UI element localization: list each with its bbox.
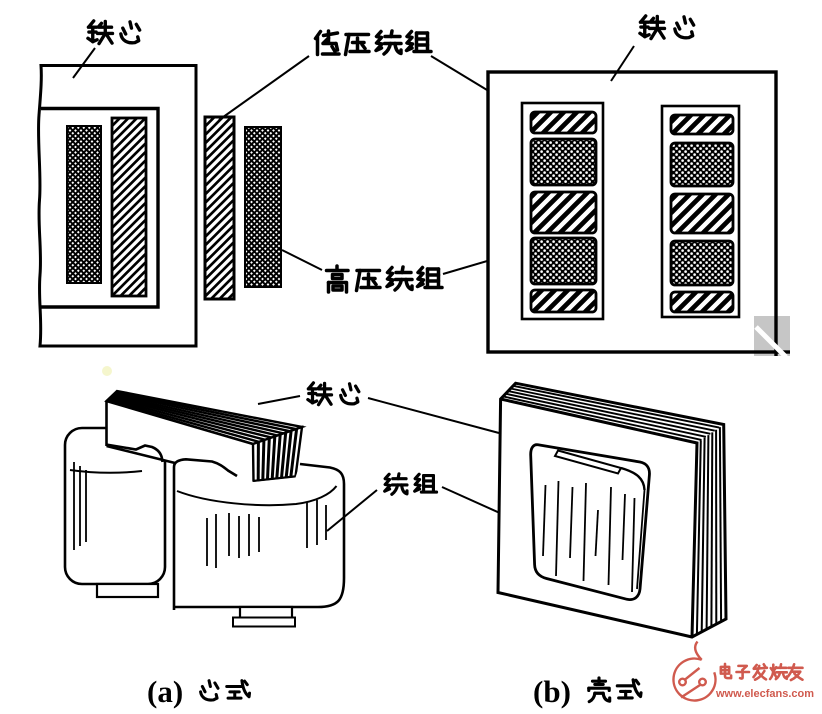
svg-text:(a): (a) xyxy=(147,674,183,709)
svg-text:(b): (b) xyxy=(533,674,571,709)
svg-text:www.elecfans.com: www.elecfans.com xyxy=(715,688,814,700)
